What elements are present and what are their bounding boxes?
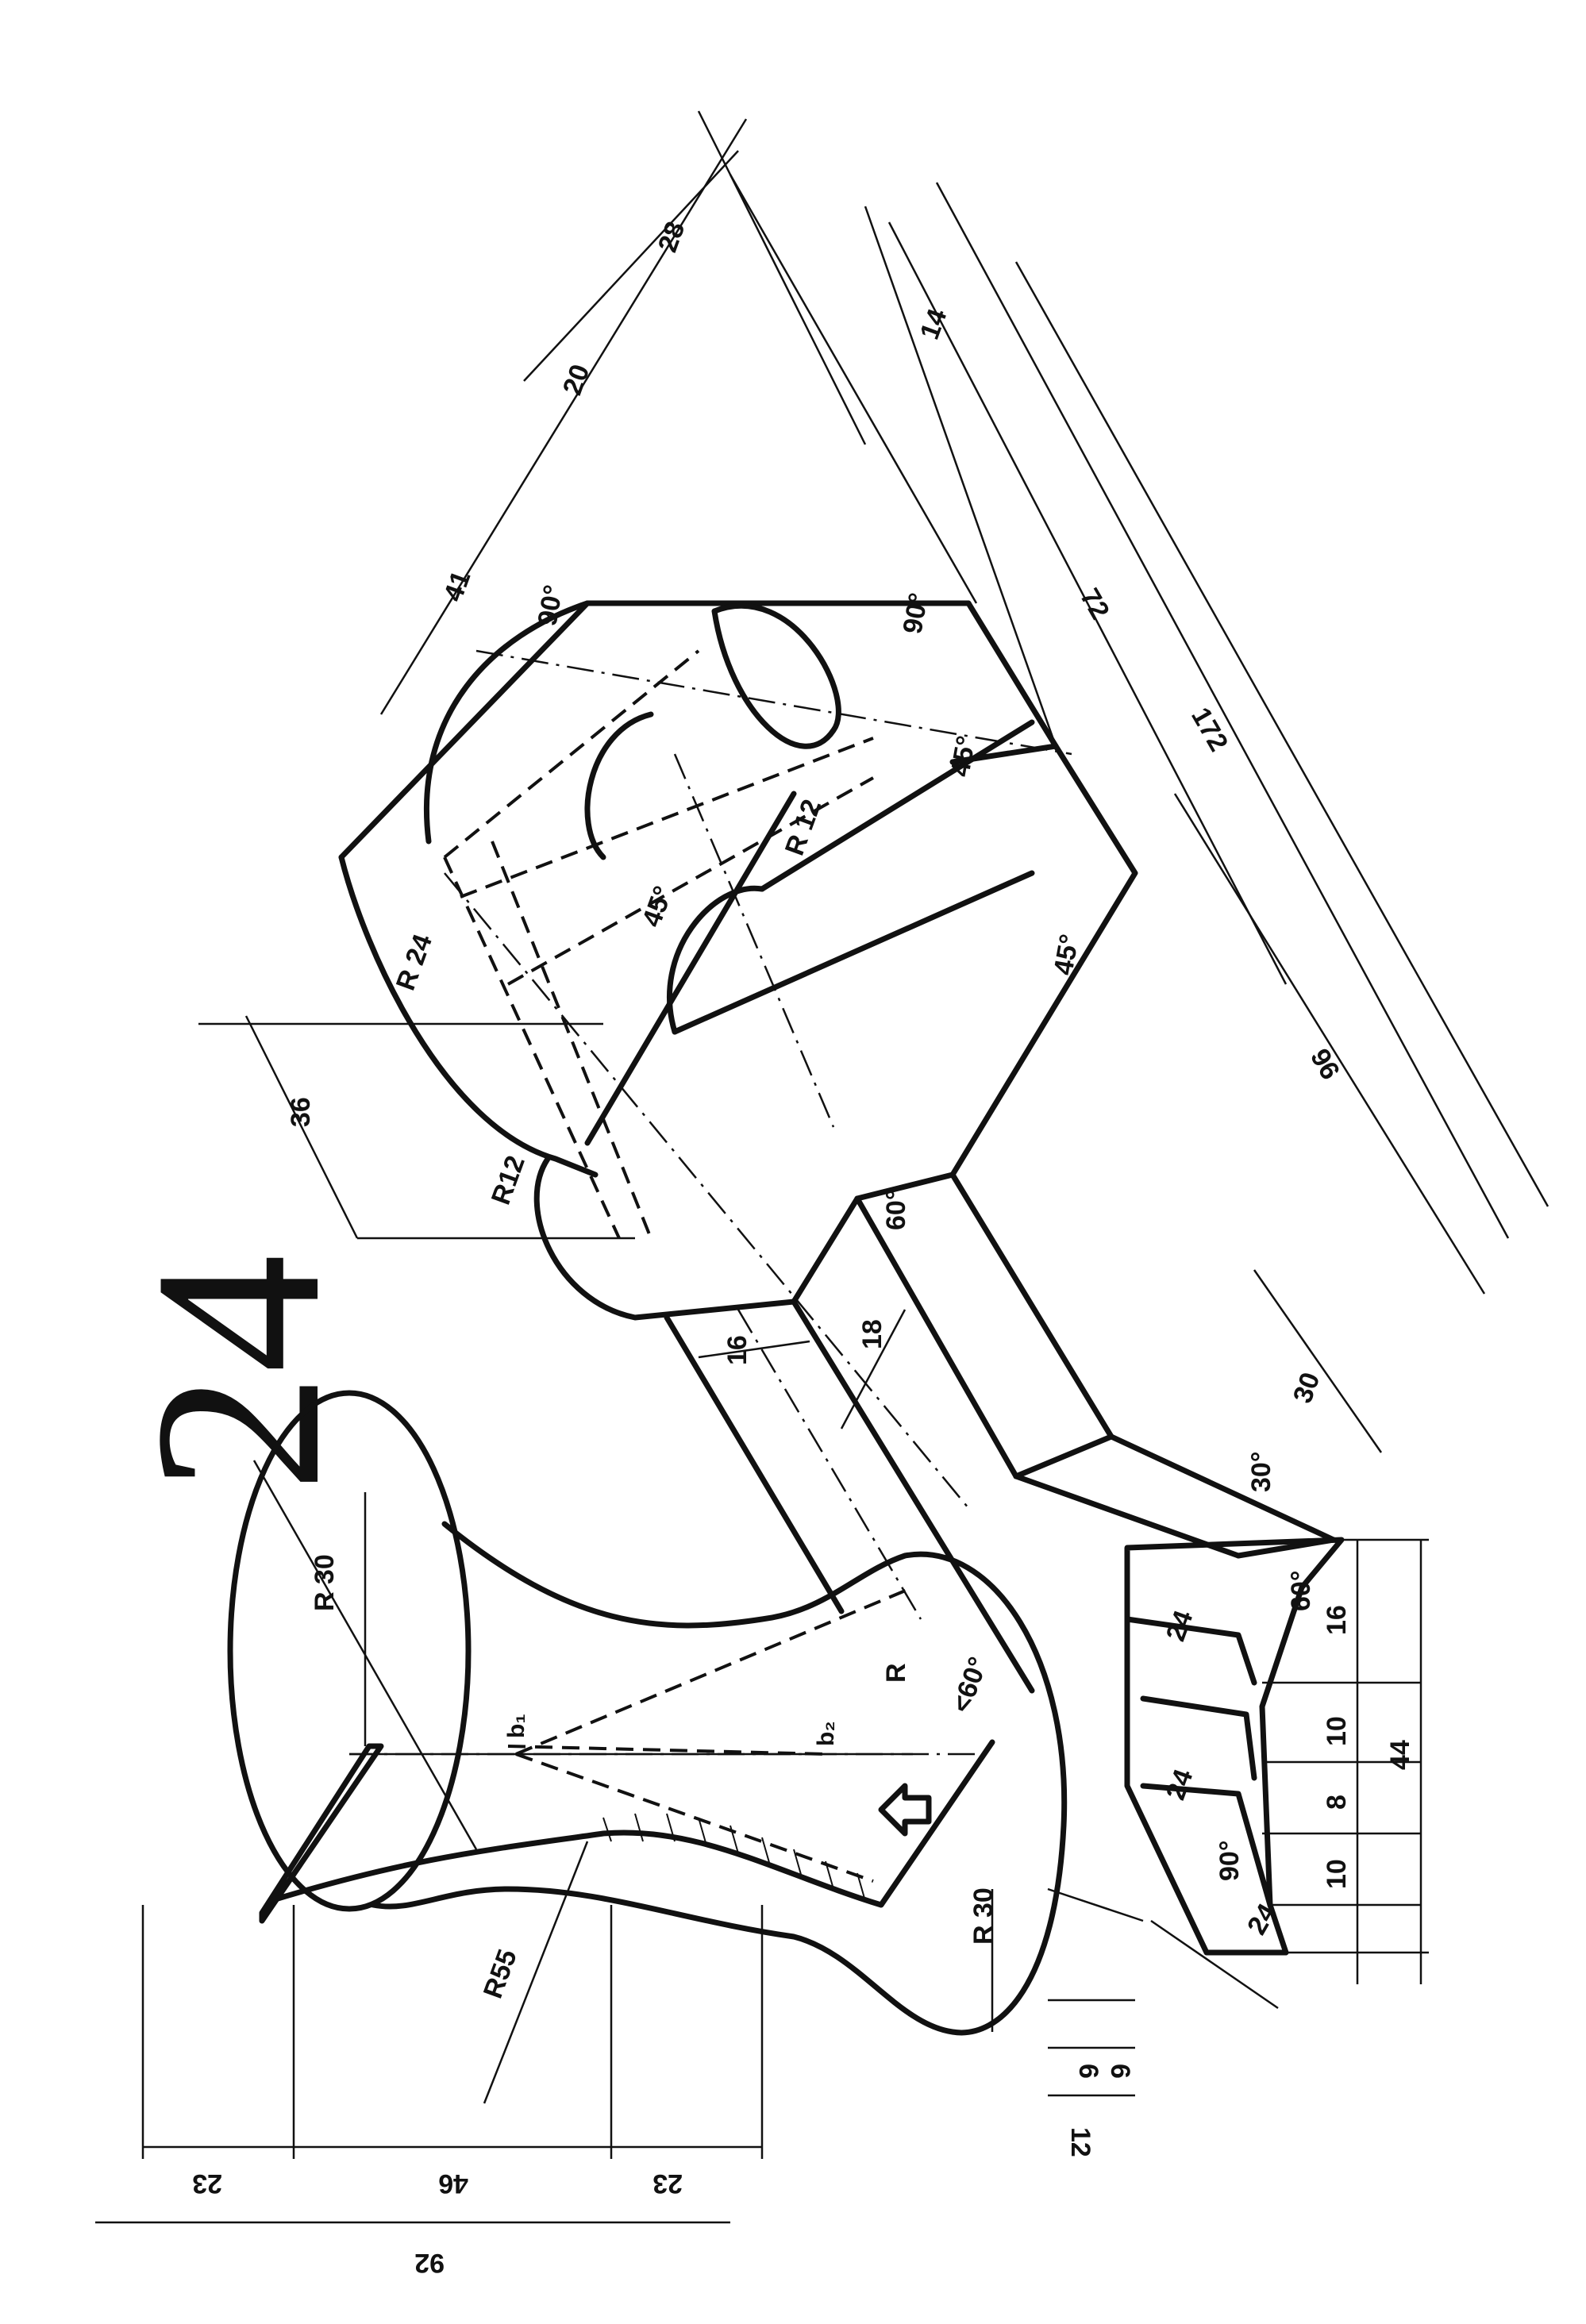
- dim-20: 20: [557, 360, 596, 399]
- angle-90-right: 90°: [1215, 1841, 1245, 1881]
- dim-36: 36: [286, 1097, 316, 1127]
- upper-dimensions: 36 41 20 28 14 72 172 96 30: [198, 110, 1549, 1453]
- right-dimensions: 16 10 8 10 44 24: [1150, 1538, 1429, 2010]
- dim-92: 92: [414, 2248, 445, 2278]
- angle-60-notch: 60°: [881, 1190, 911, 1230]
- dim-6-b: 6: [1105, 2064, 1135, 2079]
- angle-45-a: 45°: [637, 882, 679, 930]
- angle-90-top: 90°: [532, 583, 568, 628]
- upper-block: R 24 R12 R 12 45° 45° 45° 90° 90°: [338, 583, 1138, 1509]
- hatched-section: [602, 1813, 866, 1902]
- hyperboloid-part: R 30 R 30 R <60° R55 b₁ b₂: [227, 1390, 1068, 2104]
- lower-small-dims: 6 6 12: [1048, 1999, 1135, 2157]
- dim-23-a: 23: [192, 2168, 222, 2199]
- radius-r12-a: R12: [486, 1152, 531, 1209]
- dim-30: 30: [1288, 1368, 1326, 1407]
- view-arrow-icon: [878, 1783, 932, 1837]
- angle-60-lower: <60°: [946, 1653, 994, 1717]
- dim-14: 14: [914, 305, 953, 344]
- dim-24-b: 24: [1161, 1765, 1199, 1804]
- dim-12: 12: [1065, 2127, 1095, 2157]
- sheet-number: 24: [106, 1254, 369, 1492]
- angle-45-b: 45°: [945, 733, 981, 779]
- radius-r30-bottom: R 30: [968, 1887, 999, 1945]
- dim-44: 44: [1385, 1740, 1415, 1770]
- radius-r55: R55: [478, 1945, 523, 2003]
- dim-23-b: 23: [652, 2168, 683, 2199]
- angle-90-topright: 90°: [897, 591, 934, 636]
- dim-18: 18: [857, 1319, 887, 1349]
- bottom-left-dimensions: 23 46 23 92: [95, 1905, 764, 2278]
- dim-96: 96: [1304, 1044, 1345, 1085]
- lower-bracket: 60° 90° 30° 24 24: [1047, 1452, 1345, 1956]
- dim-16: 16: [1322, 1605, 1352, 1635]
- dim-8: 8: [1322, 1795, 1352, 1810]
- angle-45-c: 45°: [1048, 932, 1084, 977]
- angle-30: 30°: [1246, 1452, 1276, 1492]
- dim-10-b: 10: [1322, 1859, 1352, 1889]
- point-b1: b₁: [503, 1714, 529, 1738]
- dim-28: 28: [652, 217, 691, 256]
- point-b2: b₂: [813, 1721, 839, 1746]
- dim-41: 41: [438, 567, 477, 606]
- dim-6-a: 6: [1073, 2064, 1103, 2079]
- dim-172: 172: [1185, 702, 1234, 756]
- radius-r: R: [881, 1663, 911, 1683]
- radius-r24: R 24: [391, 930, 438, 995]
- angle-60-right: 60°: [1286, 1571, 1316, 1611]
- radius-r30-top: R 30: [310, 1554, 340, 1611]
- dim-24-a: 24: [1161, 1606, 1199, 1645]
- dim-10-a: 10: [1322, 1716, 1352, 1746]
- dim-46: 46: [438, 2168, 468, 2199]
- connecting-bar: 60° 16 18: [664, 1172, 1337, 1694]
